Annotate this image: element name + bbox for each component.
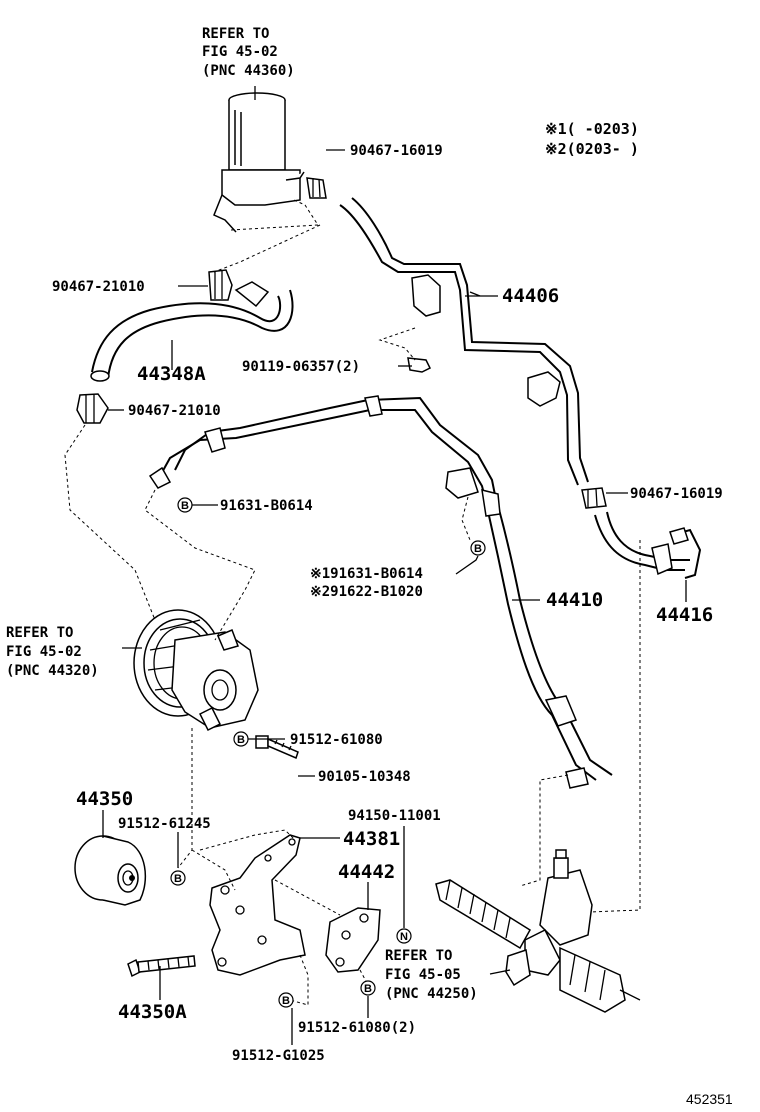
legend-line1: ※1( -0203) (545, 120, 639, 138)
bolt-90119-icon (407, 357, 432, 373)
marker-n-94150: N (396, 928, 412, 944)
leaders (102, 86, 687, 1045)
dashed-leaders (64, 199, 641, 1006)
label-bolt-91512-61245: 91512-61245 (118, 816, 211, 832)
svg-text:B: B (174, 873, 182, 885)
clamp-right-icon (581, 487, 607, 509)
marker-b-91512-61080: B (233, 731, 249, 747)
ref-gear-line3: (PNC 44250) (385, 986, 478, 1002)
label-bolt-90119: 90119-06357(2) (242, 359, 360, 375)
clamp-lower-icon (76, 393, 109, 424)
hose-44410 (148, 395, 613, 789)
label-clamp-a: 90467-16019 (350, 143, 443, 159)
figure-id: 452351 (686, 1091, 733, 1107)
reservoir (213, 92, 305, 233)
tube-44416 (594, 511, 702, 579)
svg-text:B: B (237, 734, 245, 746)
label-44410: 44410 (546, 589, 603, 611)
svg-text:B: B (474, 543, 482, 555)
marker-b-91512-61080-2: B (360, 980, 376, 996)
label-alt2: ※291622-B1020 (310, 584, 423, 600)
marker-b-91512-61245: B (170, 870, 186, 886)
ref-pump-line3: (PNC 44320) (6, 663, 99, 679)
ref-gear-line2: FIG 45-05 (385, 967, 461, 983)
svg-text:B: B (181, 500, 189, 512)
steering-gear-assembly (435, 849, 641, 1013)
label-bolt-91631: 91631-B0614 (220, 498, 313, 514)
hose-44406 (339, 197, 589, 486)
label-44406: 44406 (502, 285, 559, 307)
label-bolt-91512-61080: 91512-61080 (290, 732, 383, 748)
hose-44348a (90, 281, 294, 382)
ref-reservoir-line2: FIG 45-02 (202, 44, 278, 60)
marker-b-91512-g1025: B (278, 992, 294, 1008)
label-bolt-91512-g1025: 91512-G1025 (232, 1048, 325, 1064)
label-44350a: 44350A (118, 1001, 187, 1023)
svg-text:B: B (364, 983, 372, 995)
ref-pump-line2: FIG 45-02 (6, 644, 82, 660)
clamp-upper-icon (306, 177, 327, 199)
ref-reservoir-line1: REFER TO (202, 26, 269, 42)
ref-reservoir-line3: (PNC 44360) (202, 63, 295, 79)
marker-b-91631: B (177, 497, 193, 513)
label-44416: 44416 (656, 604, 713, 626)
marker-b-alt: B (470, 540, 486, 556)
label-bolt-90105: 90105-10348 (318, 769, 411, 785)
label-clamp-d: 90467-16019 (630, 486, 723, 502)
label-44381: 44381 (343, 828, 400, 850)
label-44442: 44442 (338, 861, 395, 883)
svg-text:N: N (400, 931, 408, 943)
plate-44442 (325, 907, 381, 973)
svg-text:B: B (282, 995, 290, 1007)
label-alt1: ※191631-B0614 (310, 566, 423, 582)
power-steering-pump (133, 609, 259, 732)
ref-gear-line1: REFER TO (385, 948, 452, 964)
stud-44350a-icon (127, 955, 196, 978)
label-44350: 44350 (76, 788, 133, 810)
bracket-44381 (209, 834, 306, 976)
label-44348a: 44348A (137, 363, 206, 385)
label-bolt-91512-61080-2: 91512-61080(2) (298, 1020, 416, 1036)
legend-line2: ※2(0203- ) (545, 140, 639, 158)
ref-pump-line1: REFER TO (6, 625, 73, 641)
label-clamp-c: 90467-21010 (128, 403, 221, 419)
label-bolt-94150: 94150-11001 (348, 808, 441, 824)
idler-pulley-44350 (74, 835, 147, 906)
label-clamp-b: 90467-21010 (52, 279, 145, 295)
clamp-mid-icon (208, 269, 233, 301)
